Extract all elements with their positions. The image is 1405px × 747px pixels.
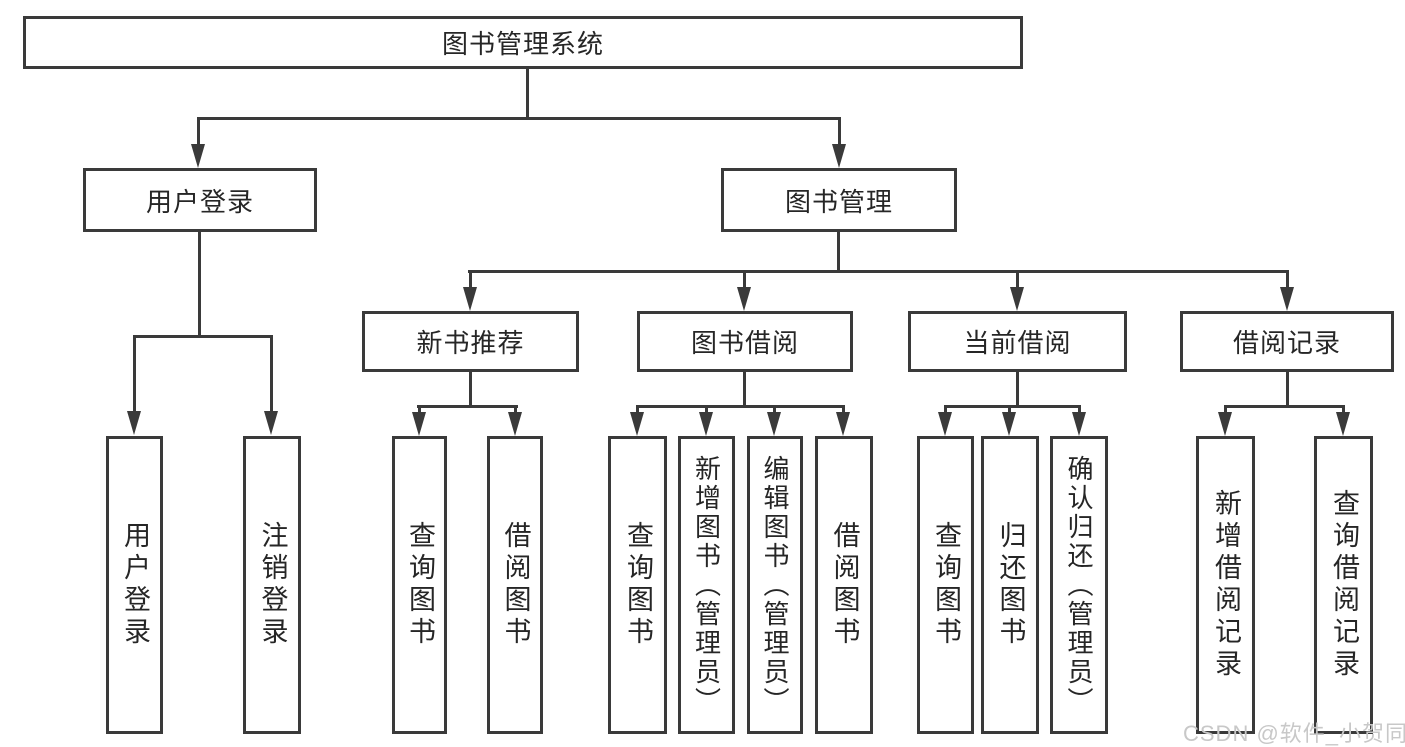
connector-user-login-stem <box>198 232 201 338</box>
connector-drop <box>636 405 639 415</box>
connector-current-stem <box>1016 372 1019 408</box>
arrow-down-icon <box>1280 287 1294 311</box>
connector-drop <box>197 117 200 146</box>
connector-drop <box>705 405 708 415</box>
arrow-down-icon <box>264 411 278 435</box>
arrow-down-icon <box>630 412 644 436</box>
connector-records-stem <box>1286 372 1289 408</box>
leaf-user-login: 用户登录 <box>106 436 163 734</box>
connector-drop <box>1286 270 1289 289</box>
arrow-down-icon <box>127 411 141 435</box>
node-borrowing-records: 借阅记录 <box>1180 311 1394 372</box>
connector-drop <box>469 270 472 289</box>
connector-drop <box>1016 270 1019 289</box>
leaf-logout: 注销登录 <box>243 436 301 734</box>
connector-drop <box>270 335 273 414</box>
leaf-edit-books-admin: 编辑图书（管理员） <box>747 436 803 734</box>
node-user-login: 用户登录 <box>83 168 317 232</box>
arrow-down-icon <box>1336 412 1350 436</box>
connector-drop <box>1078 405 1081 415</box>
node-book-management-system: 图书管理系统 <box>23 16 1023 69</box>
node-label: 图书管理系统 <box>441 29 604 59</box>
arrow-down-icon <box>463 287 477 311</box>
leaf-query-borrow-record: 查询借阅记录 <box>1314 436 1373 734</box>
arrow-down-icon <box>832 144 846 168</box>
connector-drop <box>1008 405 1011 415</box>
leaf-query-books-borrowing: 查询图书 <box>608 436 667 734</box>
leaf-return-books: 归还图书 <box>981 436 1039 734</box>
connector-drop <box>773 405 776 415</box>
node-label: 用户登录 <box>145 186 254 217</box>
arrow-down-icon <box>1218 412 1232 436</box>
csdn-watermark: CSDN @软件_小贺同学 <box>1183 721 1405 746</box>
arrow-down-icon <box>191 144 205 168</box>
connector-book-mgmt-rail <box>468 270 1289 273</box>
connector-records-rail <box>1224 405 1345 408</box>
connector-book-mgmt-stem <box>837 232 840 273</box>
connector-recommend-rail <box>417 405 518 408</box>
connector-drop <box>418 405 421 415</box>
arrow-down-icon <box>508 412 522 436</box>
connector-drop <box>133 335 136 414</box>
connector-drop <box>944 405 947 415</box>
arrow-down-icon <box>1072 412 1086 436</box>
node-book-borrowing: 图书借阅 <box>637 311 853 372</box>
arrow-down-icon <box>767 412 781 436</box>
connector-drop <box>1224 405 1227 415</box>
leaf-add-borrow-record: 新增借阅记录 <box>1196 436 1255 734</box>
arrow-down-icon <box>699 412 713 436</box>
arrow-down-icon <box>737 287 751 311</box>
connector-drop <box>514 405 517 415</box>
connector-root-stem <box>526 69 529 120</box>
node-label: 新书推荐 <box>416 328 525 358</box>
leaf-add-books-admin: 新增图书（管理员） <box>678 436 735 734</box>
connector-root-rail <box>197 117 841 120</box>
leaf-confirm-return-admin: 确认归还（管理员） <box>1050 436 1108 734</box>
node-label: 图书管理 <box>784 186 893 217</box>
connector-current-rail <box>944 405 1081 408</box>
node-book-management: 图书管理 <box>721 168 957 232</box>
leaf-query-books-current: 查询图书 <box>917 436 974 734</box>
connector-borrowing-rail <box>636 405 845 408</box>
connector-user-login-rail <box>133 335 273 338</box>
arrow-down-icon <box>1010 287 1024 311</box>
connector-drop <box>838 117 841 146</box>
node-current-borrowing: 当前借阅 <box>908 311 1127 372</box>
connector-drop <box>743 270 746 289</box>
node-new-book-recommend: 新书推荐 <box>362 311 579 372</box>
arrow-down-icon <box>938 412 952 436</box>
leaf-borrow-books: 借阅图书 <box>815 436 873 734</box>
arrow-down-icon <box>836 412 850 436</box>
connector-drop <box>842 405 845 415</box>
leaf-borrow-books-recommend: 借阅图书 <box>487 436 543 734</box>
node-label: 借阅记录 <box>1232 328 1341 358</box>
arrow-down-icon <box>412 412 426 436</box>
connector-recommend-stem <box>469 372 472 408</box>
connector-drop <box>1342 405 1345 415</box>
connector-borrowing-stem <box>743 372 746 408</box>
node-label: 图书借阅 <box>690 328 799 358</box>
node-label: 当前借阅 <box>963 328 1072 358</box>
leaf-query-books-recommend: 查询图书 <box>392 436 447 734</box>
arrow-down-icon <box>1002 412 1016 436</box>
